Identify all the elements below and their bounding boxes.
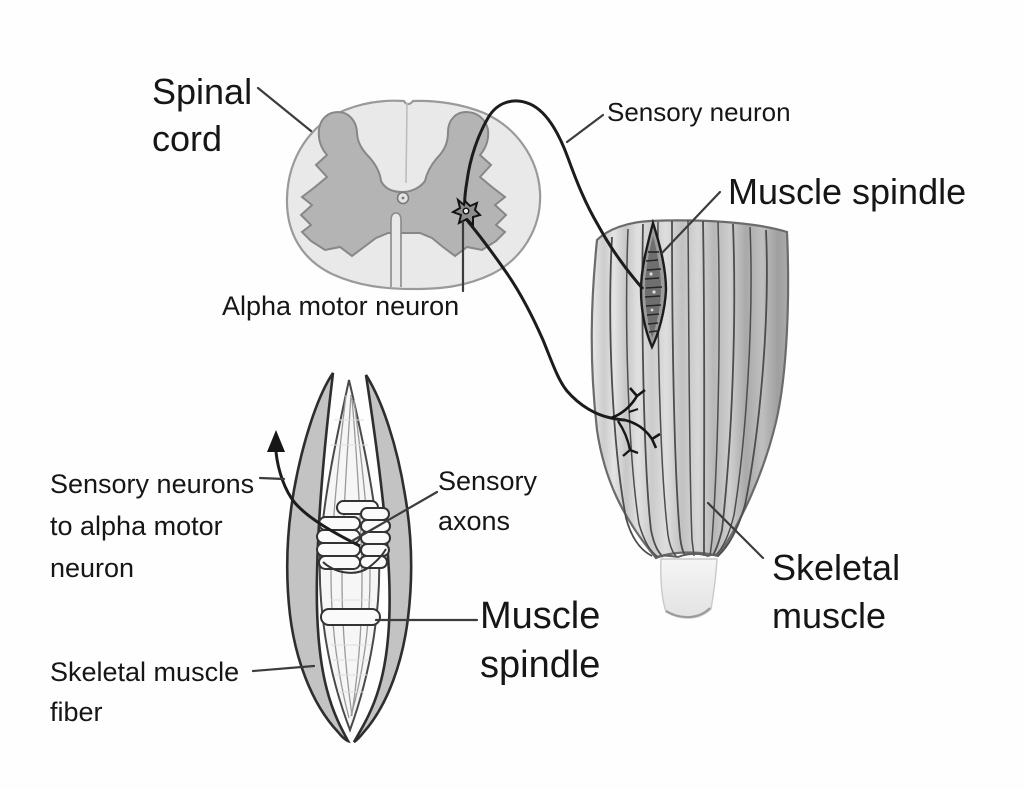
alpha-motor-neuron-soma bbox=[450, 197, 482, 228]
dorsal-median-line bbox=[405, 102, 408, 184]
leader-lines bbox=[251, 86, 765, 673]
label-skeletal-muscle-fiber: Skeletal muscle fiber bbox=[50, 657, 240, 727]
motor-end-branches bbox=[610, 387, 661, 457]
label-sensory-neuron: Sensory neuron bbox=[607, 97, 791, 127]
sensory-output-curve bbox=[274, 451, 361, 548]
label-spinal-cord: Spinal cord bbox=[152, 71, 253, 159]
skeletal-muscle-fiber-left bbox=[285, 372, 351, 744]
spinal-cord-cross-section bbox=[285, 99, 542, 291]
spinal-gray-matter bbox=[299, 110, 508, 258]
leader-sensory-axons bbox=[350, 490, 439, 543]
ventral-median-fissure bbox=[390, 212, 402, 287]
spindle-striations bbox=[644, 251, 663, 333]
leader-muscle-spindle-right bbox=[660, 190, 722, 255]
soma-nucleus bbox=[462, 207, 470, 215]
label-alpha-motor-neuron: Alpha motor neuron bbox=[222, 291, 460, 321]
label-muscle-spindle-detail: Muscle spindle bbox=[480, 595, 601, 686]
tendon-bottom-edge bbox=[665, 607, 711, 618]
label-muscle-spindle: Muscle spindle bbox=[728, 171, 967, 212]
leader-sensory-neuron bbox=[565, 113, 605, 144]
label-skeletal-muscle: Skeletal muscle bbox=[772, 547, 901, 636]
sensory-neuron-axon bbox=[463, 99, 645, 290]
muscle-bottom-scallop bbox=[654, 552, 719, 559]
leader-skeletal-muscle-fiber bbox=[251, 664, 316, 673]
label-sensory-neurons-to-alpha-motor-neuron: Sensory neurons to alpha motor neuron bbox=[50, 469, 255, 583]
muscle-spindle-detail-illustration bbox=[267, 372, 413, 744]
arrow-up-icon bbox=[267, 430, 285, 452]
leader-skeletal-muscle bbox=[706, 501, 765, 560]
muscle-spindle-embedded bbox=[639, 218, 668, 350]
leader-spinal-cord bbox=[256, 86, 313, 133]
spindle-highlights bbox=[649, 272, 656, 312]
intrafusal-fiber-lines bbox=[330, 394, 371, 719]
skeletal-muscle-fiber-right bbox=[352, 374, 413, 744]
ring-connector-arc bbox=[322, 548, 387, 574]
sensory-output-arrow bbox=[267, 430, 361, 548]
label-sensory-axons: Sensory axons bbox=[438, 466, 538, 536]
central-canal-dot bbox=[401, 196, 405, 200]
leader-sensory-neurons-dash bbox=[258, 476, 286, 481]
